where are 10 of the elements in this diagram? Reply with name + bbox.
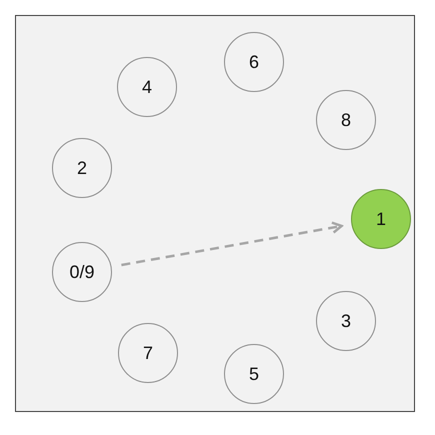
dashed-arrow: [121, 221, 343, 266]
node-number: 4: [142, 76, 152, 98]
node-number: 1: [376, 208, 386, 230]
node-number: 5: [248, 364, 259, 384]
node-number: 2: [76, 158, 87, 178]
node-number: 3: [340, 310, 351, 332]
node-number: 8: [340, 110, 351, 130]
node-number: 7: [142, 342, 153, 364]
node-number: 6: [248, 52, 259, 72]
node-number: 0/9: [69, 262, 95, 282]
